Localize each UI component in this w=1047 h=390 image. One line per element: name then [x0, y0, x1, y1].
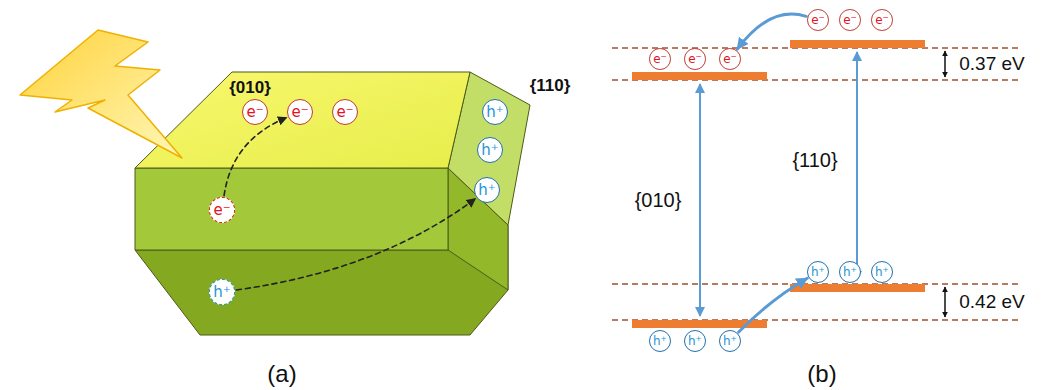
crystal-front-facet — [135, 168, 448, 250]
hole-circle: h⁺ — [477, 137, 503, 163]
charge-symbol: h⁺ — [811, 266, 825, 278]
hole-circle: h⁺ — [719, 330, 741, 352]
electron-circle: e⁻ — [807, 9, 829, 31]
energy-offset-label: 0.37 eV — [959, 54, 1025, 75]
panel-caption: (b) — [807, 361, 836, 387]
band-bar — [632, 72, 767, 80]
charge-symbol: e⁻ — [843, 14, 857, 26]
offset-arrow — [944, 287, 946, 317]
charge-transfer-arrow — [737, 14, 806, 49]
hole-circle: h⁺ — [482, 99, 508, 125]
electron-circle: e⁻ — [242, 99, 268, 125]
charge-transfer-arrow — [739, 278, 808, 332]
hole-circle: h⁺ — [807, 261, 829, 283]
charge-symbol: e⁻ — [213, 203, 230, 218]
offset-arrow — [944, 51, 946, 77]
charge-symbol: h⁺ — [723, 335, 737, 347]
energy-offset-label: 0.42 eV — [959, 292, 1025, 313]
electron-circle: e⁻ — [649, 48, 671, 70]
facet-label: {010} — [635, 189, 682, 211]
electron-circle: e⁻ — [332, 99, 358, 125]
hole-circle: h⁺ — [839, 261, 861, 283]
electron-circle: e⁻ — [839, 9, 861, 31]
charge-symbol: h⁺ — [481, 143, 498, 158]
electron-circle: e⁻ — [209, 197, 235, 223]
band-bar — [790, 284, 925, 292]
charge-symbol: h⁺ — [653, 335, 667, 347]
charge-symbol: h⁺ — [843, 266, 857, 278]
light-bolt — [20, 30, 182, 158]
charge-symbol: h⁺ — [486, 105, 503, 120]
facet-label: {110} — [792, 149, 837, 171]
charge-symbol: e⁻ — [246, 105, 263, 120]
charge-symbol: h⁺ — [213, 285, 230, 300]
charge-symbol: e⁻ — [653, 53, 667, 65]
crystal-010-facet — [135, 72, 470, 168]
facet-label: {110} — [530, 77, 571, 96]
charge-transfer-arrow — [236, 199, 475, 290]
electron-circle: e⁻ — [684, 48, 706, 70]
charge-symbol: e⁻ — [723, 53, 737, 65]
electron-circle: e⁻ — [871, 9, 893, 31]
charge-symbol: e⁻ — [291, 105, 308, 120]
band-bar — [790, 40, 925, 48]
charge-symbol: e⁻ — [811, 14, 825, 26]
hole-circle: h⁺ — [474, 177, 500, 203]
charge-symbol: e⁻ — [875, 14, 889, 26]
charge-symbol: e⁻ — [336, 105, 353, 120]
hole-circle: h⁺ — [871, 261, 893, 283]
charge-symbol: h⁺ — [688, 335, 702, 347]
hole-circle: h⁺ — [649, 330, 671, 352]
charge-symbol: h⁺ — [478, 183, 495, 198]
electron-circle: e⁻ — [287, 99, 313, 125]
charge-transfer-arrow — [224, 118, 287, 196]
charge-symbol: e⁻ — [688, 53, 702, 65]
gap-arrow — [699, 84, 701, 316]
hole-circle: h⁺ — [684, 330, 706, 352]
charge-symbol: h⁺ — [875, 266, 889, 278]
panel-caption: (a) — [267, 361, 296, 387]
facet-label: {010} — [229, 79, 271, 98]
gap-arrow — [856, 52, 858, 280]
electron-circle: e⁻ — [719, 48, 741, 70]
crystal-side-facet — [448, 168, 508, 290]
hole-circle: h⁺ — [209, 279, 235, 305]
